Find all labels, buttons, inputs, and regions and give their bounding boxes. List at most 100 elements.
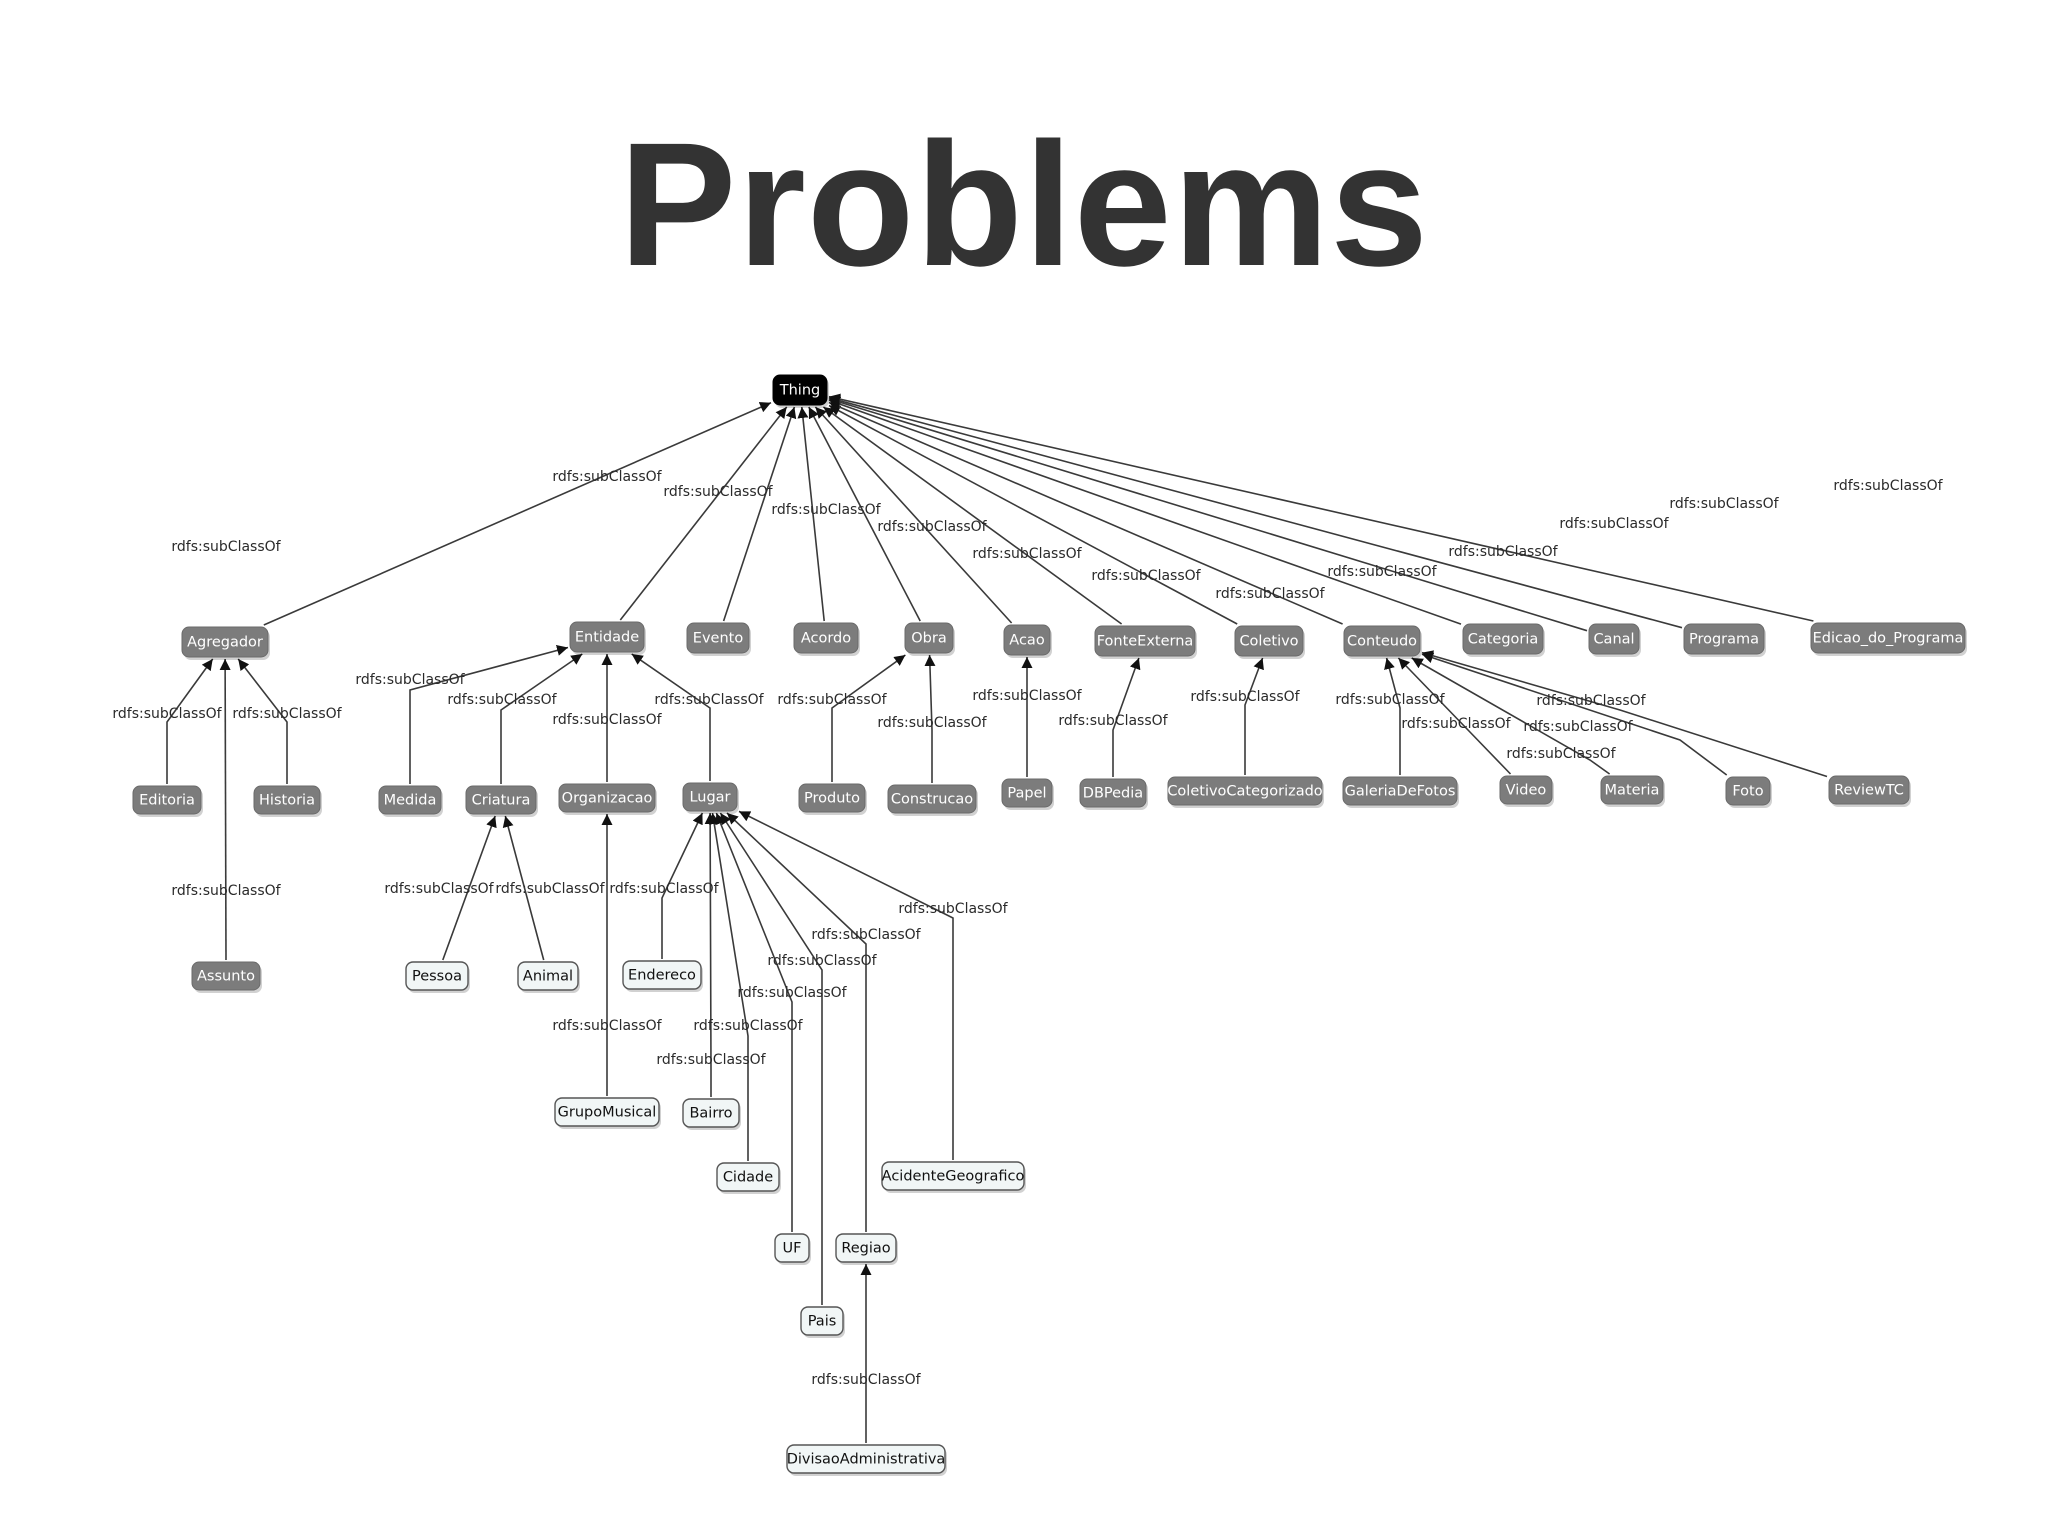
edge-label-historia: rdfs:subClassOf xyxy=(232,706,342,722)
node-box xyxy=(1342,776,1458,806)
node-box xyxy=(887,784,977,814)
node-produto[interactable]: Produto xyxy=(798,783,867,815)
edge-labels-layer: rdfs:subClassOfrdfs:subClassOfrdfs:subCl… xyxy=(112,469,1943,1388)
node-dbpedia[interactable]: DBPedia xyxy=(1079,778,1148,810)
node-evento[interactable]: Evento xyxy=(686,622,751,656)
edge-uf-to-lugar xyxy=(715,812,793,1232)
node-fonteexterna[interactable]: FonteExterna xyxy=(1094,625,1197,659)
edge-label-acao: rdfs:subClassOf xyxy=(972,546,1082,562)
node-label: Acordo xyxy=(801,631,851,647)
node-coletivocat[interactable]: ColetivoCategorizado xyxy=(1167,776,1324,808)
node-label: Thing xyxy=(779,383,820,399)
node-construcao[interactable]: Construcao xyxy=(887,784,978,816)
node-acidente[interactable]: AcidenteGeografico xyxy=(881,1161,1026,1193)
node-box xyxy=(569,621,645,653)
node-organizacao[interactable]: Organizacao xyxy=(558,783,657,815)
node-criatura[interactable]: Criatura xyxy=(465,785,538,817)
node-obra[interactable]: Obra xyxy=(904,622,955,656)
node-conteudo[interactable]: Conteudo xyxy=(1343,625,1422,659)
edge-label-pais: rdfs:subClassOf xyxy=(767,953,877,969)
node-acao[interactable]: Acao xyxy=(1003,624,1052,658)
edge-categoria-to-thing xyxy=(828,398,1462,625)
edge-construcao-to-obra xyxy=(924,654,936,783)
node-pais[interactable]: Pais xyxy=(800,1306,845,1338)
node-label: Regiao xyxy=(841,1241,890,1257)
edge-label-agregador: rdfs:subClassOf xyxy=(171,539,281,555)
node-label: Endereco xyxy=(628,968,696,984)
node-canal[interactable]: Canal xyxy=(1588,623,1641,657)
edge-entidade-to-thing xyxy=(619,406,788,621)
edge-label-edicao: rdfs:subClassOf xyxy=(1833,478,1943,494)
node-bairro[interactable]: Bairro xyxy=(682,1098,741,1130)
edge-coletivo-to-thing xyxy=(828,404,1238,625)
node-label: GaleriaDeFotos xyxy=(1345,784,1456,800)
node-box xyxy=(798,783,866,813)
node-label: Materia xyxy=(1605,783,1660,799)
node-box xyxy=(1725,776,1771,806)
node-cidade[interactable]: Cidade xyxy=(716,1162,781,1194)
node-box xyxy=(682,782,738,812)
node-endereco[interactable]: Endereco xyxy=(622,960,703,992)
node-uf[interactable]: UF xyxy=(774,1233,811,1265)
edge-bairro-to-lugar xyxy=(704,812,716,1097)
node-papel[interactable]: Papel xyxy=(1001,778,1054,810)
node-materia[interactable]: Materia xyxy=(1600,775,1665,807)
edge-acao-to-thing xyxy=(814,406,1013,624)
node-agregador[interactable]: Agregador xyxy=(181,626,270,660)
edge-label-organizacao: rdfs:subClassOf xyxy=(552,712,662,728)
node-foto[interactable]: Foto xyxy=(1725,776,1772,808)
edge-label-assunto: rdfs:subClassOf xyxy=(171,883,281,899)
node-box xyxy=(1499,775,1553,805)
node-box xyxy=(132,785,202,815)
node-edicao[interactable]: Edicao_do_Programa xyxy=(1810,622,1967,656)
node-programa[interactable]: Programa xyxy=(1683,623,1766,657)
node-entidade[interactable]: Entidade xyxy=(569,621,646,655)
node-box xyxy=(181,626,269,658)
node-assunto[interactable]: Assunto xyxy=(191,961,262,993)
node-label: Canal xyxy=(1593,632,1634,648)
node-historia[interactable]: Historia xyxy=(253,785,322,817)
node-regiao[interactable]: Regiao xyxy=(835,1233,898,1265)
node-lugar[interactable]: Lugar xyxy=(682,782,739,814)
node-box xyxy=(904,622,954,654)
node-editoria[interactable]: Editoria xyxy=(132,785,203,817)
node-label: ReviewTC xyxy=(1834,783,1904,799)
node-reviewtc[interactable]: ReviewTC xyxy=(1828,775,1911,807)
edge-produto-to-obra xyxy=(831,654,906,782)
node-label: Pessoa xyxy=(412,969,462,985)
node-acordo[interactable]: Acordo xyxy=(793,622,860,656)
edge-label-video: rdfs:subClassOf xyxy=(1401,716,1511,732)
node-box xyxy=(1094,625,1196,657)
node-grupomusical[interactable]: GrupoMusical xyxy=(554,1097,661,1129)
node-label: Bairro xyxy=(689,1106,732,1122)
node-galeria[interactable]: GaleriaDeFotos xyxy=(1342,776,1459,808)
edge-label-produto: rdfs:subClassOf xyxy=(777,692,887,708)
edge-medida-to-entidade xyxy=(409,645,569,784)
edge-label-entidade: rdfs:subClassOf xyxy=(552,469,662,485)
node-medida[interactable]: Medida xyxy=(378,785,443,817)
edge-label-conteudo: rdfs:subClassOf xyxy=(1327,564,1437,580)
node-video[interactable]: Video xyxy=(1499,775,1554,807)
edge-label-cidade: rdfs:subClassOf xyxy=(693,1018,803,1034)
node-box xyxy=(1683,623,1765,655)
node-animal[interactable]: Animal xyxy=(517,961,580,993)
node-label: Evento xyxy=(693,631,744,647)
edge-label-acordo: rdfs:subClassOf xyxy=(771,502,881,518)
node-pessoa[interactable]: Pessoa xyxy=(405,961,470,993)
edge-video-to-conteudo xyxy=(1397,657,1512,775)
node-coletivo[interactable]: Coletivo xyxy=(1234,625,1305,659)
node-thing[interactable]: Thing xyxy=(772,374,829,408)
edge-label-coletivocat: rdfs:subClassOf xyxy=(1190,689,1300,705)
node-label: Animal xyxy=(523,969,573,985)
edge-evento-to-thing xyxy=(722,406,797,622)
edge-programa-to-thing xyxy=(828,395,1683,629)
node-box xyxy=(716,1162,780,1192)
edges-layer xyxy=(166,393,1828,1443)
edge-label-obra: rdfs:subClassOf xyxy=(877,519,987,535)
edge-label-programa: rdfs:subClassOf xyxy=(1669,496,1779,512)
node-categoria[interactable]: Categoria xyxy=(1462,623,1545,657)
node-label: Edicao_do_Programa xyxy=(1813,631,1964,647)
node-divisao[interactable]: DivisaoAdministrativa xyxy=(786,1444,947,1476)
edge-label-lugar: rdfs:subClassOf xyxy=(654,692,764,708)
